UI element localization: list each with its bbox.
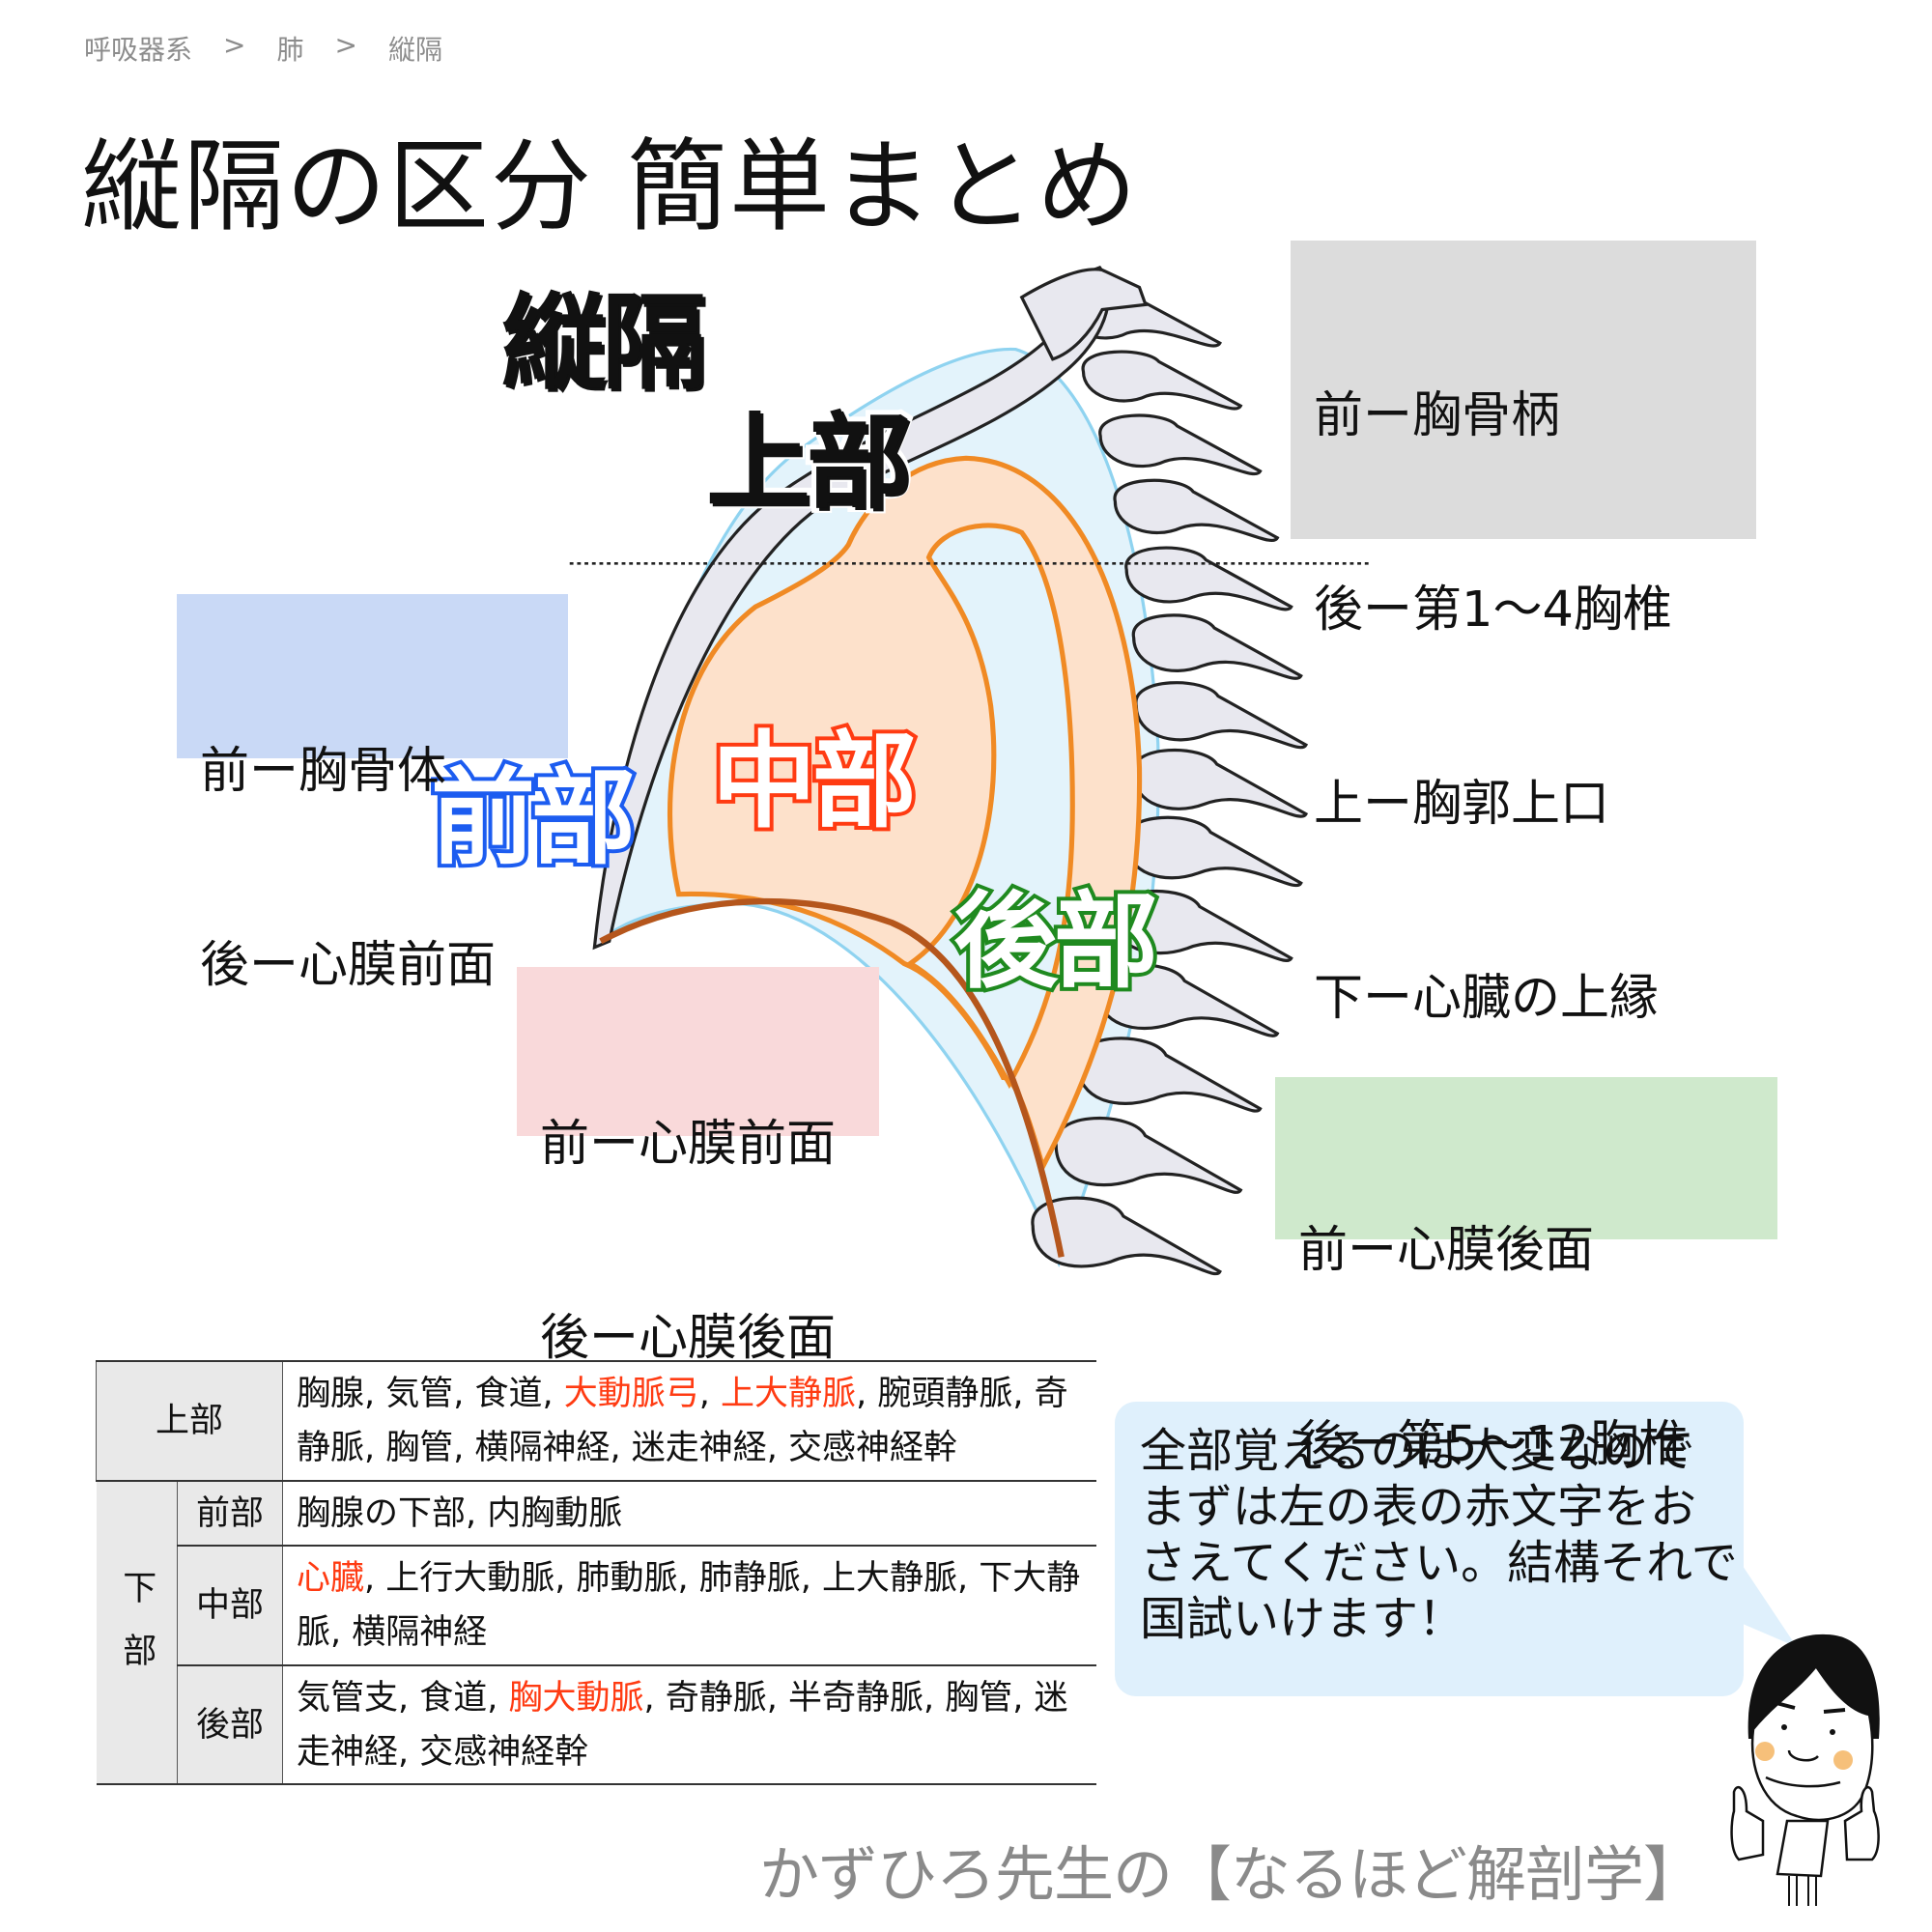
term-text: 胸腺, 気管, 食道, [297, 1375, 564, 1413]
label-middle: 中部 [708, 722, 921, 842]
highlighted-term: 大動脈弓 [563, 1375, 699, 1413]
vertebra [1112, 890, 1293, 962]
boundary-text: 下ー心臓の上縁 [1314, 970, 1660, 1027]
boundary-text: 前ー心膜後面 [1298, 1222, 1595, 1279]
label-posterior: 後部 [950, 882, 1162, 1003]
contents-cell: 胸腺, 気管, 食道, 大動脈弓, 上大静脈, 腕頭静脈, 奇静脈, 胸管, 横… [282, 1360, 1096, 1482]
anterior-boundaries-box: 前ー胸骨体 後ー心膜前面 [177, 594, 568, 994]
row-header-inferior: 下部 [96, 1480, 178, 1785]
vertebra [1076, 1037, 1263, 1113]
breadcrumb: 呼吸器系 > 肺 > 縦隔 [84, 29, 442, 68]
bubble-line: 全部覚えるのは大変なので [1140, 1424, 1695, 1478]
label-mediastinum: 縦隔 [497, 283, 711, 404]
speech-bubble: 全部覚えるのは大変なので まずは左の表の赤文字をお さえてください。結構それで … [1115, 1402, 1744, 1696]
table-row: 上部 胸腺, 気管, 食道, 大動脈弓, 上大静脈, 腕頭静脈, 奇静脈, 胸管… [96, 1360, 1096, 1482]
boundary-text: 後ー第1〜4胸椎 [1314, 582, 1672, 639]
label-superior: 上部 [701, 403, 916, 524]
bubble-line: まずは左の表の赤文字をお [1140, 1480, 1697, 1534]
vertebra [1124, 815, 1303, 888]
boundary-text: 上ー胸郭上口 [1314, 776, 1610, 833]
term-text: , 腕頭静脈, 奇静脈, 胸管, 横隔神経, 迷走神経, 交感神経幹 [297, 1375, 1068, 1467]
row-header-anterior: 前部 [177, 1480, 283, 1547]
contents-table: 上部 胸腺, 気管, 食道, 大動脈弓, 上大静脈, 腕頭静脈, 奇静脈, 胸管… [96, 1360, 1096, 1785]
vertebra [1098, 413, 1263, 476]
boundary-text: 後ー心膜後面 [540, 1310, 837, 1367]
vertebra [1095, 963, 1280, 1037]
page-title: 縦隔の区分 簡単まとめ [81, 128, 1140, 245]
teacher-character-illustration [1730, 1634, 1880, 1906]
contents-cell: 心臓, 上行大動脈, 肺動脈, 肺静脈, 上大静脈, 下大静脈, 横隔神経 [282, 1545, 1096, 1666]
term-text: , [698, 1375, 722, 1413]
highlighted-term: 心臓 [297, 1559, 365, 1598]
bubble-line: 国試いけます！ [1140, 1592, 1465, 1646]
highlighted-term: 胸大動脈 [508, 1678, 644, 1718]
vertebra [1031, 1196, 1222, 1276]
boundary-text: 前ー胸骨体 [200, 743, 447, 800]
term-text: 気管支, 食道, [297, 1678, 509, 1718]
vertebra [1054, 1116, 1243, 1194]
vertebra [1134, 681, 1309, 750]
breadcrumb-item-respiratory[interactable]: 呼吸器系 [84, 34, 193, 66]
footer-brand: かずひろ先生の【なるほど解剖学】 [759, 1839, 1703, 1910]
term-text: 胸腺の下部, 内胸動脈 [297, 1493, 623, 1533]
vertebra [1081, 350, 1243, 411]
breadcrumb-separator: > [223, 29, 246, 61]
vertebra [1132, 748, 1309, 818]
boundary-text: 前ー胸骨柄 [1314, 387, 1561, 444]
table-row: 下部 前部 胸腺の下部, 内胸動脈 [96, 1480, 1096, 1785]
term-text: , 奇静脈, 半奇静脈, 胸管, 迷走神経, 交感神経幹 [297, 1678, 1068, 1772]
row-header-posterior: 後部 [177, 1664, 283, 1785]
contents-cell: 気管支, 食道, 胸大動脈, 奇静脈, 半奇静脈, 胸管, 迷走神経, 交感神経… [282, 1664, 1096, 1785]
row-header-superior: 上部 [96, 1360, 283, 1482]
highlighted-term: 上大静脈 [721, 1375, 857, 1413]
aortic-arch-gap [905, 523, 1075, 1090]
breadcrumb-item-mediastinum: 縦隔 [387, 34, 442, 66]
posterior-boundaries-box: 前ー心膜後面 後ー第5〜12胸椎 [1275, 1077, 1777, 1473]
breadcrumb-separator: > [334, 29, 357, 61]
breadcrumb-item-lung[interactable]: 肺 [276, 34, 304, 66]
contents-cell: 胸腺の下部, 内胸動脈 [282, 1480, 1096, 1547]
diaphragm [599, 897, 1065, 1258]
superior-boundaries-box: 前ー胸骨柄 後ー第1〜4胸椎 上ー胸郭上口 下ー心臓の上縁 [1291, 241, 1756, 1027]
boundary-text: 後ー第5〜12胸椎 [1298, 1416, 1689, 1473]
speech-bubble-tail [1729, 1546, 1797, 1647]
bubble-line: さえてください。結構それで [1140, 1536, 1738, 1590]
table-row: 中部 心臓, 上行大動脈, 肺動脈, 肺静脈, 上大静脈, 下大静脈, 横隔神経 [97, 1545, 1096, 1666]
row-header-middle: 中部 [177, 1545, 283, 1666]
middle-boundaries-box: 前ー心膜前面 後ー心膜後面 [517, 967, 879, 1367]
boundary-text: 後ー心膜前面 [200, 937, 497, 994]
boundary-text: 前ー心膜前面 [540, 1116, 837, 1173]
label-anterior: 前部 [427, 758, 639, 879]
vertebra [1124, 546, 1293, 611]
vertebra [1113, 478, 1280, 543]
table-row: 後部 気管支, 食道, 胸大動脈, 奇静脈, 半奇静脈, 胸管, 迷走神経, 交… [97, 1664, 1096, 1785]
manubrium-hook [1019, 268, 1149, 361]
term-text: , 上行大動脈, 肺動脈, 肺静脈, 上大静脈, 下大静脈, 横隔神経 [297, 1559, 1081, 1652]
vertebra [1132, 613, 1303, 680]
